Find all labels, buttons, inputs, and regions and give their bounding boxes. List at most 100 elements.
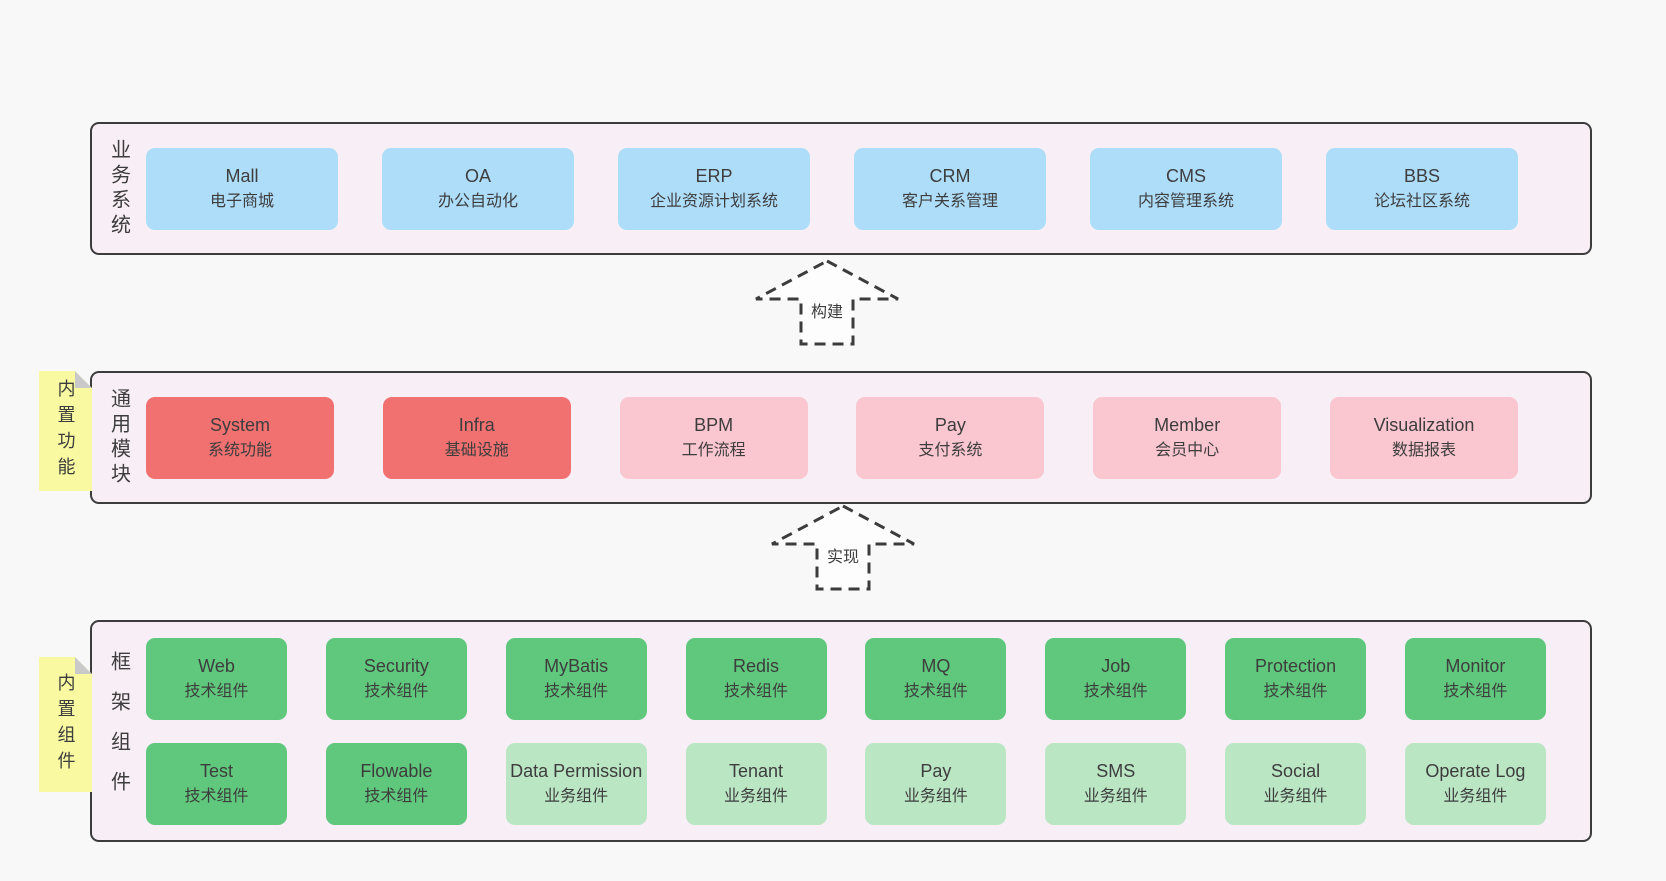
box-title: Protection	[1255, 655, 1337, 676]
box-subtitle: 技术组件	[724, 682, 789, 700]
box-subtitle: 办公自动化	[437, 192, 518, 210]
box-flowable: Flowable 技术组件	[325, 742, 467, 825]
box-subtitle: 数据报表	[1391, 441, 1456, 459]
box-title: Visualization	[1373, 414, 1475, 435]
box-crm: CRM 客户关系管理	[854, 147, 1046, 230]
box-job: Job 技术组件	[1045, 637, 1187, 720]
box-subtitle: 企业资源计划系统	[649, 192, 778, 210]
box-subtitle: 系统功能	[207, 441, 272, 459]
box-social: Social 业务组件	[1225, 742, 1367, 825]
box-subtitle: 技术组件	[544, 682, 609, 700]
box-infra: Infra 基础设施	[382, 396, 571, 479]
box-web: Web 技术组件	[146, 637, 287, 720]
box-subtitle: 技术组件	[1443, 682, 1508, 700]
box-mall: Mall 电子商城	[146, 147, 338, 230]
tag-text: 内置功能	[55, 379, 76, 483]
box-title: MQ	[921, 655, 951, 676]
framework-components-section: 内置组件 框架组件 Web 技术组件 Security 技术组件 MyBatis…	[90, 620, 1592, 842]
box-title: Social	[1271, 760, 1321, 781]
box-subtitle: 业务组件	[544, 787, 609, 805]
box-sms: SMS 业务组件	[1045, 742, 1187, 825]
box-title: Redis	[733, 655, 780, 676]
business-boxes: Mall 电子商城 OA 办公自动化 ERP 企业资源计划系统 CRM 客户关系…	[146, 124, 1590, 253]
box-title: Pay	[934, 414, 966, 435]
box-title: Data Permission	[510, 760, 643, 781]
box-pay-system: Pay 支付系统	[856, 396, 1045, 479]
box-operate-log: Operate Log 业务组件	[1404, 742, 1546, 825]
box-pay-component: Pay 业务组件	[865, 742, 1007, 825]
box-title: Monitor	[1445, 655, 1506, 676]
component-row-2: Test 技术组件 Flowable 技术组件 Data Permission …	[146, 742, 1546, 825]
box-subtitle: 业务组件	[1083, 787, 1148, 805]
box-oa: OA 办公自动化	[382, 147, 574, 230]
box-cms: CMS 内容管理系统	[1090, 147, 1282, 230]
box-subtitle: 论坛社区系统	[1373, 192, 1470, 210]
box-member: Member 会员中心	[1093, 396, 1282, 479]
box-subtitle: 技术组件	[184, 787, 249, 805]
box-subtitle: 技术组件	[364, 787, 429, 805]
box-title: Test	[199, 760, 233, 781]
box-title: Job	[1101, 655, 1131, 676]
box-title: OA	[464, 165, 491, 186]
box-title: Infra	[458, 414, 495, 435]
box-subtitle: 业务组件	[1443, 787, 1508, 805]
module-boxes: System 系统功能 Infra 基础设施 BPM 工作流程 Pay 支付系统…	[146, 373, 1590, 502]
box-mybatis: MyBatis 技术组件	[505, 637, 647, 720]
build-arrow: 构建	[752, 258, 902, 348]
implement-arrow-label: 实现	[824, 543, 862, 567]
box-subtitle: 技术组件	[364, 682, 429, 700]
box-subtitle: 基础设施	[444, 441, 509, 459]
builtin-functions-tag: 内置功能	[39, 371, 92, 491]
common-modules-section: 内置功能 通用模块 System 系统功能 Infra 基础设施 BPM 工作流…	[90, 371, 1592, 504]
implement-arrow: 实现	[768, 503, 918, 593]
box-subtitle: 客户关系管理	[901, 192, 998, 210]
box-title: SMS	[1096, 760, 1136, 781]
section-label-modules: 通用模块	[92, 373, 146, 502]
box-subtitle: 技术组件	[903, 682, 968, 700]
box-redis: Redis 技术组件	[685, 637, 827, 720]
box-test: Test 技术组件	[146, 742, 287, 825]
builtin-components-tag: 内置组件	[39, 657, 92, 792]
box-mq: MQ 技术组件	[865, 637, 1007, 720]
box-system: System 系统功能	[146, 396, 334, 479]
box-title: Operate Log	[1425, 760, 1526, 781]
build-arrow-label: 构建	[808, 298, 846, 322]
box-title: Tenant	[729, 760, 784, 781]
box-subtitle: 业务组件	[724, 787, 789, 805]
box-subtitle: 业务组件	[903, 787, 968, 805]
box-subtitle: 技术组件	[184, 682, 249, 700]
box-subtitle: 业务组件	[1263, 787, 1328, 805]
box-title: Security	[363, 655, 429, 676]
box-subtitle: 内容管理系统	[1137, 192, 1234, 210]
box-title: Flowable	[360, 760, 433, 781]
box-subtitle: 支付系统	[918, 441, 983, 459]
box-data-permission: Data Permission 业务组件	[505, 742, 647, 825]
box-title: Web	[198, 655, 235, 676]
section-label-components: 框架组件	[92, 622, 146, 840]
box-title: BPM	[694, 414, 734, 435]
box-tenant: Tenant 业务组件	[685, 742, 827, 825]
box-title: ERP	[695, 165, 733, 186]
component-row-1: Web 技术组件 Security 技术组件 MyBatis 技术组件 Redi…	[146, 637, 1546, 720]
box-subtitle: 工作流程	[681, 441, 746, 459]
business-systems-section: 业务系统 Mall 电子商城 OA 办公自动化 ERP 企业资源计划系统 CRM…	[90, 122, 1592, 255]
box-title: CRM	[929, 165, 971, 186]
box-subtitle: 电子商城	[209, 192, 274, 210]
section-label-business: 业务系统	[92, 124, 146, 253]
box-bbs: BBS 论坛社区系统	[1326, 147, 1518, 230]
box-title: MyBatis	[544, 655, 609, 676]
box-title: Member	[1154, 414, 1221, 435]
section-label-text: 通用模块	[107, 387, 130, 488]
section-label-text: 框架组件	[107, 651, 130, 811]
box-subtitle: 会员中心	[1155, 441, 1220, 459]
box-bpm: BPM 工作流程	[619, 396, 808, 479]
box-subtitle: 技术组件	[1263, 682, 1328, 700]
box-title: Mall	[225, 165, 259, 186]
component-rows: Web 技术组件 Security 技术组件 MyBatis 技术组件 Redi…	[146, 622, 1590, 840]
section-label-text: 业务系统	[107, 138, 130, 239]
box-visualization: Visualization 数据报表	[1329, 396, 1518, 479]
box-title: CMS	[1166, 165, 1206, 186]
box-erp: ERP 企业资源计划系统	[618, 147, 810, 230]
box-title: Pay	[920, 760, 952, 781]
